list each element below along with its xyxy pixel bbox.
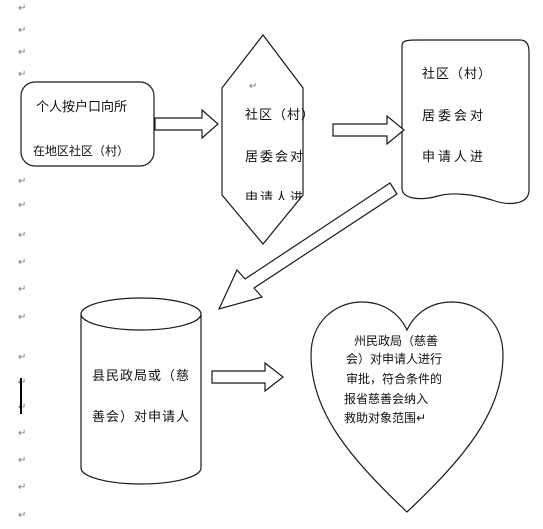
paragraph-mark: ↵ — [18, 377, 27, 388]
text-cursor — [20, 378, 22, 414]
hexagon-line-2: 居委会对 — [245, 150, 306, 165]
paragraph-mark: ↵ — [18, 402, 27, 413]
heart-line-1: 州民政局（慈善 — [354, 334, 439, 348]
paragraph-mark: ↵ — [18, 312, 27, 323]
paragraph-mark: ↵ — [249, 81, 258, 92]
paragraph-mark: ↵ — [18, 352, 27, 363]
cylinder-line-1: 县民政局或（慈 — [92, 369, 191, 384]
paragraph-mark: ↵ — [18, 428, 27, 439]
cylinder-line-2: 善会）对申请人 — [92, 410, 191, 425]
paragraph-mark: ↵ — [18, 47, 27, 58]
paragraph-mark: ↵ — [18, 230, 27, 241]
document-line-1: 社区（村） — [422, 67, 493, 82]
heart-line-3: 审批，符合条件的 — [346, 372, 443, 386]
hexagon-line-1: 社区（村） — [245, 108, 316, 123]
start-box-line-2: 在地区社区（村） — [33, 144, 130, 158]
paragraph-mark: ↵ — [18, 510, 27, 521]
paragraph-mark: ↵ — [18, 455, 27, 466]
paragraph-mark: ↵ — [18, 176, 27, 187]
hexagon-line-3: 申请人进 — [245, 191, 306, 200]
paragraph-mark: ↵ — [18, 200, 27, 211]
paragraph-mark: ↵ — [18, 284, 27, 295]
heart-line-2: 会）对申请人进行 — [346, 352, 443, 366]
arrow-cylinder-to-heart — [211, 361, 284, 393]
paragraph-mark: ↵ — [18, 257, 27, 268]
document-line-3: 申请人进 — [422, 150, 487, 165]
county-cylinder-top — [80, 297, 202, 331]
paragraph-mark: ↵ — [18, 3, 27, 14]
hexagon-clip: 申请人进 — [240, 188, 310, 200]
start-box-line-1: 个人按户口向所 — [36, 100, 128, 115]
paragraph-mark: ↵ — [18, 25, 27, 36]
start-box — [20, 81, 155, 167]
paragraph-mark: ↵ — [18, 482, 27, 493]
county-cylinder — [80, 314, 202, 485]
arrow-start-to-hexagon — [154, 108, 219, 140]
arrow-document-to-cylinder — [217, 182, 398, 310]
paragraph-mark: ↵ — [18, 69, 27, 80]
heart-line-4: 报省慈善会纳入 — [344, 392, 429, 406]
prefecture-heart — [310, 301, 504, 513]
heart-line-5: 救助对象范围↵ — [344, 411, 427, 425]
community-document-shape — [401, 39, 530, 205]
document-line-2: 居委会对 — [422, 109, 487, 124]
arrow-hexagon-to-document — [332, 114, 405, 146]
community-hexagon — [221, 34, 304, 245]
